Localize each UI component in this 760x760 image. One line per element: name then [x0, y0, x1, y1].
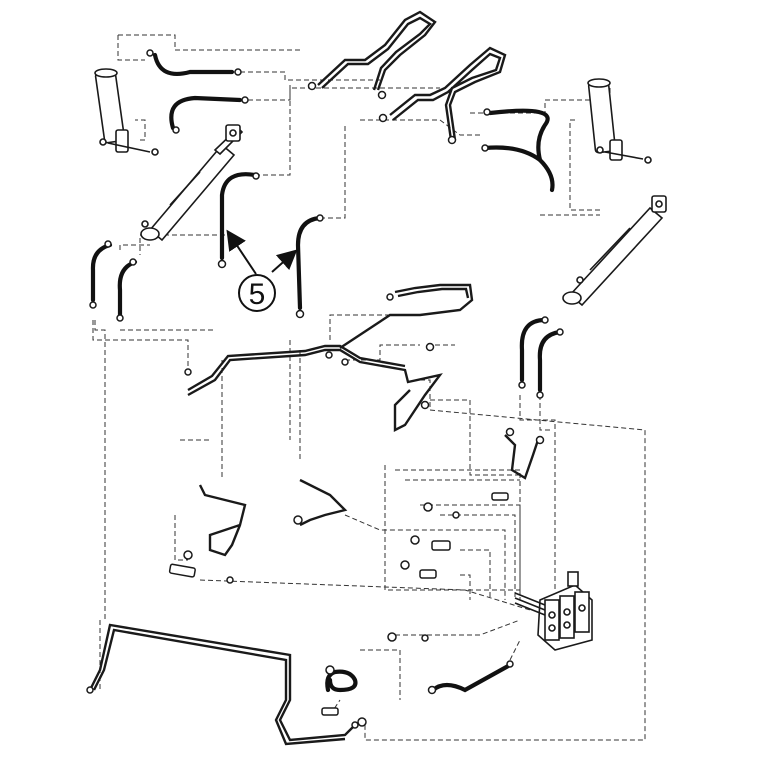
- callout-circle: [238, 274, 276, 312]
- hydraulic-hoses: [90, 52, 563, 693]
- steel-tube-lines: [88, 10, 540, 746]
- hydraulic-cylinder-right: [587, 78, 652, 164]
- hydraulic-cylinder-left-upper: [140, 124, 244, 242]
- control-valve: [514, 571, 593, 651]
- callout-5: 5: [226, 229, 298, 312]
- callout-number: 5: [249, 278, 266, 311]
- fittings: [86, 49, 564, 729]
- hydraulic-cylinder-left: [94, 68, 159, 156]
- hydraulic-cylinder-right-upper: [562, 195, 667, 307]
- dashed-leader-lines: [92, 34, 646, 741]
